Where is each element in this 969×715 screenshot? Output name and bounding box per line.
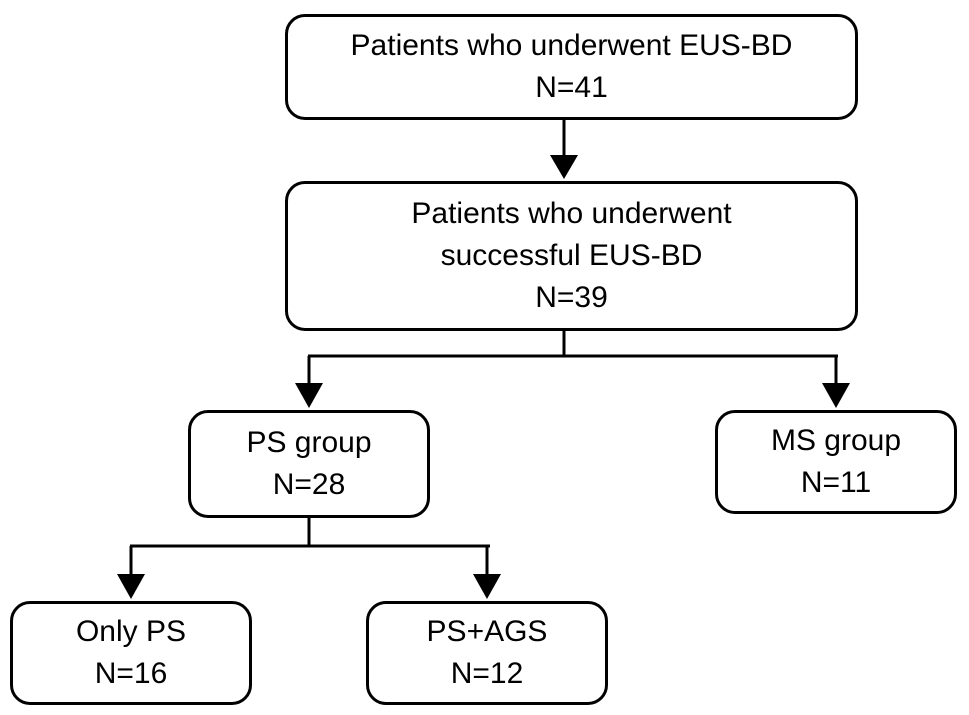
node-ms-group: MS group N=11	[715, 410, 957, 514]
node-ps-group: PS group N=28	[188, 410, 430, 518]
node-successful-eus-bd: Patients who underwent successful EUS-BD…	[285, 181, 858, 331]
edge-ps-group-to-only-ps	[117, 546, 145, 599]
node-ms-group-line-1: MS group	[770, 424, 902, 457]
edge-successful-to-ps-group	[295, 356, 323, 408]
arrowhead-icon	[822, 383, 850, 408]
node-only-ps-line-2: N=16	[94, 657, 168, 690]
node-ps-ags-line-2: N=12	[450, 657, 524, 690]
node-ps-group-line-1: PS group	[246, 426, 372, 459]
node-eus-bd-line-2: N=41	[535, 71, 608, 104]
node-only-ps: Only PS N=16	[10, 601, 252, 705]
edge-successful-to-ms-group	[822, 356, 850, 408]
node-ps-group-line-2: N=28	[272, 468, 346, 501]
edge-eus-bd-to-successful	[550, 120, 578, 179]
node-successful-line-1: Patients who underwent	[411, 197, 732, 230]
arrowhead-icon	[473, 574, 501, 599]
edge-ps-group-to-ps-ags	[473, 546, 501, 599]
arrowhead-icon	[295, 383, 323, 408]
node-successful-line-2: successful EUS-BD	[440, 239, 703, 272]
node-ms-group-line-2: N=11	[800, 466, 872, 499]
arrowhead-icon	[550, 155, 578, 179]
node-eus-bd: Patients who underwent EUS-BD N=41	[285, 14, 858, 120]
arrowhead-icon	[117, 574, 145, 599]
node-successful-line-3: N=39	[535, 281, 608, 314]
node-only-ps-line-1: Only PS	[75, 615, 187, 648]
node-eus-bd-line-1: Patients who underwent EUS-BD	[350, 29, 793, 62]
node-ps-ags-line-1: PS+AGS	[426, 615, 548, 648]
edge-ps-group-split	[130, 518, 490, 548]
edge-successful-split	[308, 331, 838, 358]
node-ps-ags: PS+AGS N=12	[366, 601, 608, 705]
